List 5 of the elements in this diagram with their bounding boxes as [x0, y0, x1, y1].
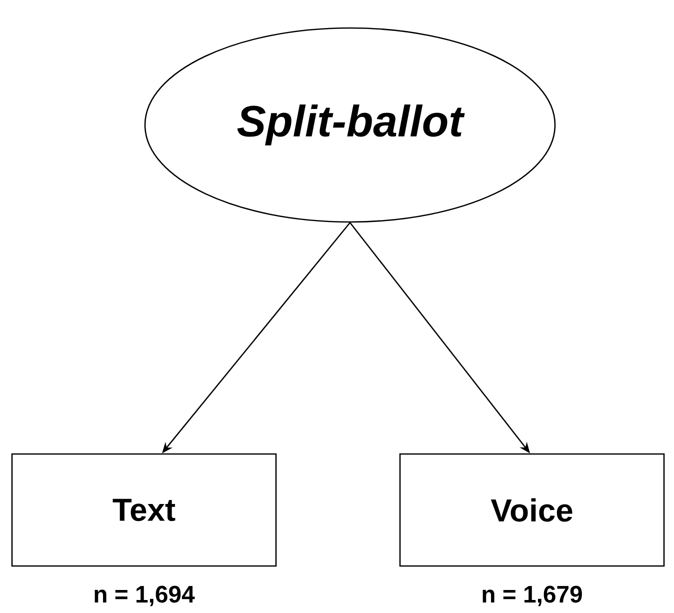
ellipse-node: Split-ballot: [144, 27, 556, 223]
count-label: n = 1,679: [482, 586, 582, 606]
count-label: n = 1,694: [94, 586, 195, 606]
process-box: Voice: [399, 453, 665, 567]
process-box: Text: [11, 453, 277, 567]
